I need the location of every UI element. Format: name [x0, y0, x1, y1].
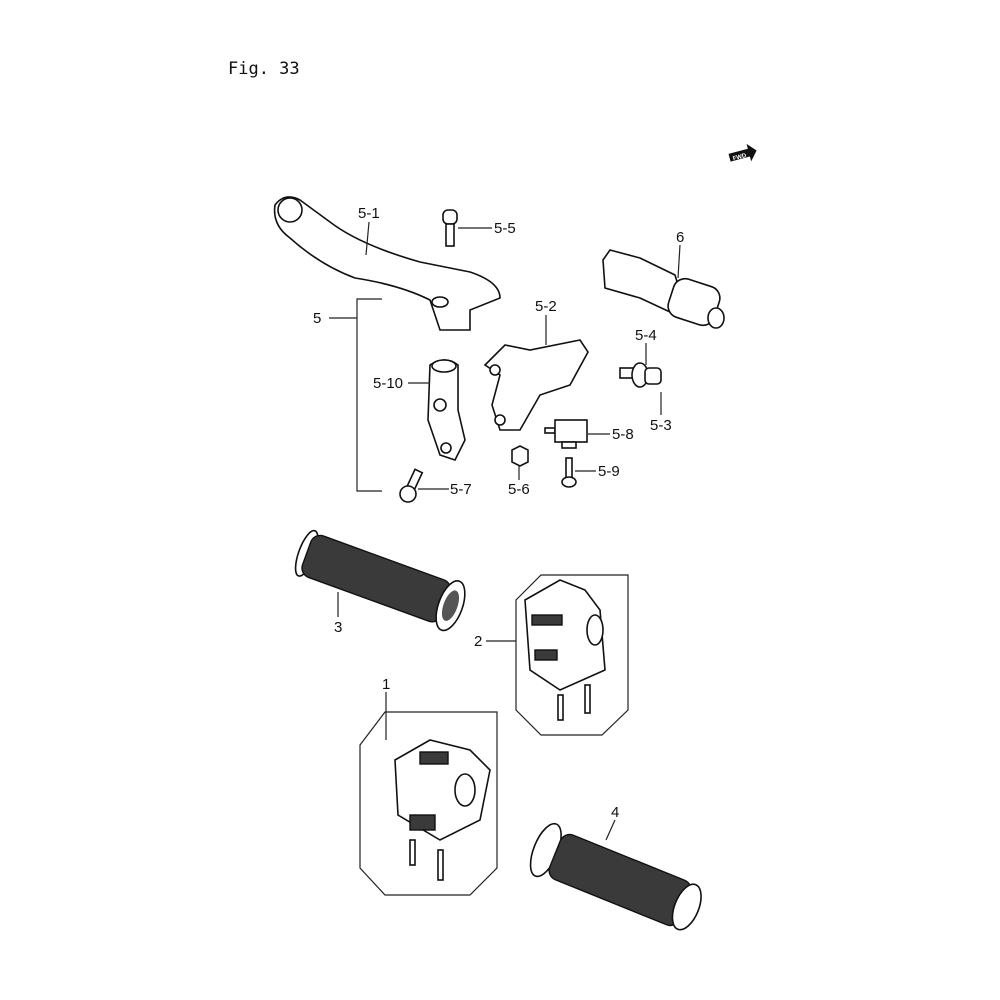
- callout-5-3: 5-3: [650, 417, 672, 434]
- clamp-bolt-part: [399, 468, 424, 503]
- callout-2: 2: [474, 633, 482, 650]
- callout-5-1: 5-1: [358, 205, 380, 222]
- callout-labels: 5-1 5-5 6 5 5-2 5-4 5-10 5-3 5-8 5-6 5-9…: [313, 205, 684, 821]
- throttle-grip-part: [529, 822, 702, 931]
- screw-part: [561, 457, 577, 488]
- pivot-bolt-part: [442, 209, 458, 247]
- callout-3: 3: [334, 619, 342, 636]
- svg-text:FWD: FWD: [732, 153, 747, 163]
- callout-5-10: 5-10: [373, 375, 403, 392]
- callout-1: 1: [382, 676, 390, 693]
- callout-5-6: 5-6: [508, 481, 530, 498]
- clamp-part: [427, 359, 466, 461]
- callout-5-4: 5-4: [635, 327, 657, 344]
- callout-5-2: 5-2: [535, 298, 557, 315]
- callout-6: 6: [676, 229, 684, 246]
- left-handlebar-switch-part: [394, 739, 491, 881]
- left-grip-part: [294, 529, 466, 632]
- brake-lever-part: [273, 196, 501, 331]
- switch-2-frame: [515, 574, 629, 736]
- nut-part: [511, 445, 529, 467]
- callout-4: 4: [611, 804, 619, 821]
- callout-5-8: 5-8: [612, 426, 634, 443]
- stop-switch-part: [544, 419, 588, 449]
- right-handlebar-switch-part: [524, 579, 606, 721]
- holder-part: [483, 339, 589, 431]
- callout-5-7: 5-7: [450, 481, 472, 498]
- callout-5-9: 5-9: [598, 463, 620, 480]
- leader-lines: [329, 221, 681, 841]
- switch-1-frame: [359, 711, 498, 896]
- throttle-sleeve-part: [602, 249, 725, 329]
- callout-5: 5: [313, 310, 321, 327]
- pin-part: [619, 362, 662, 388]
- figure-title: Fig. 33: [228, 59, 300, 79]
- fwd-arrow-icon: FWD: [728, 143, 757, 163]
- callout-5-5: 5-5: [494, 220, 516, 237]
